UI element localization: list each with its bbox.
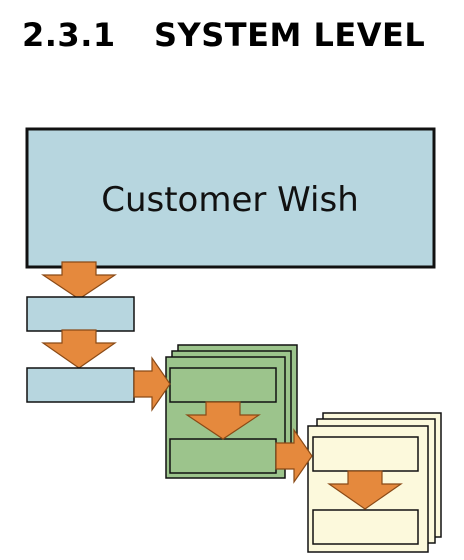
section-title: SYSTEM LEVEL — [154, 16, 426, 54]
arrow-down-4 — [327, 470, 403, 510]
subsystem-box-2 — [26, 367, 135, 403]
customer-wish-label: Customer Wish — [101, 180, 359, 220]
section-number: 2.3.1 — [22, 16, 116, 54]
arrow-right-1 — [133, 356, 171, 412]
arrow-down-3 — [185, 401, 261, 440]
section-heading: 2.3.1 SYSTEM LEVEL — [22, 16, 425, 54]
arrow-down-1 — [41, 261, 117, 300]
subsystem-box-1 — [26, 296, 135, 332]
part-box-2 — [312, 509, 419, 545]
component-box-2 — [169, 438, 277, 474]
part-box-1 — [312, 436, 419, 472]
component-box-1 — [169, 367, 277, 403]
arrow-right-2 — [275, 428, 313, 484]
arrow-down-2 — [41, 329, 117, 369]
customer-wish-box — [25, 127, 436, 269]
